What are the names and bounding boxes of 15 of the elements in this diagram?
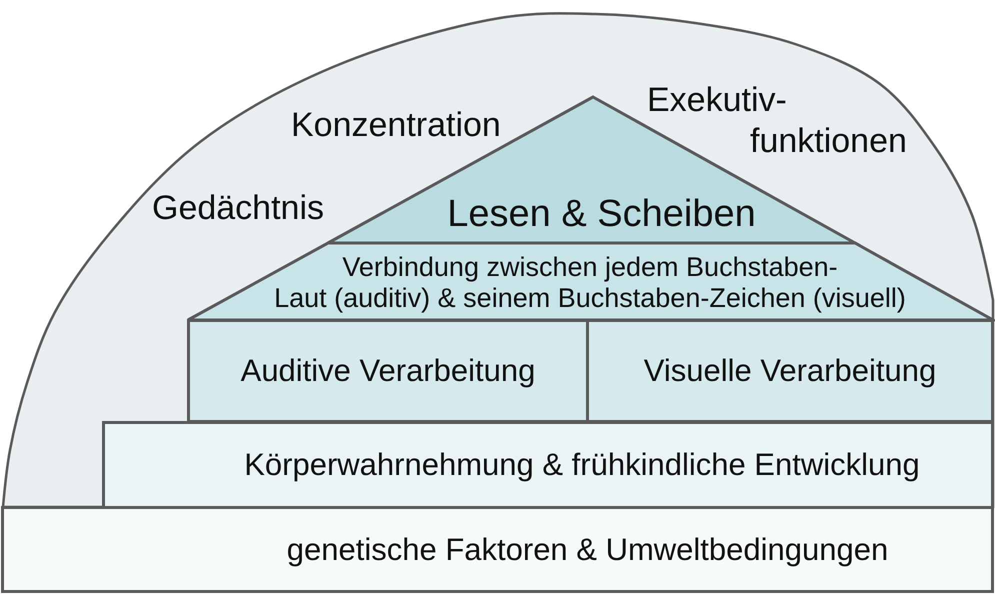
roof-text: Verbindung zwischen jedem Buchstaben- Laut (auditiv) & seinem Buchstaben-Zeichen (visuell) [273,252,907,314]
dome-area [2,10,995,508]
roof-band [186,242,995,321]
wall-panel [187,319,589,423]
dome-label: Gedächtnis [152,188,324,229]
panel-label: Visuelle Verarbeitung [644,353,936,389]
dome-label: Konzentration [291,105,501,146]
dome-label: Exekutiv- funktionen [647,80,908,162]
roof-title: Lesen & Scheiben [446,192,757,236]
panel-label: Auditive Verarbeitung [240,353,536,389]
wall-panel [586,319,994,423]
foundation-band [102,421,994,509]
band-label: genetische Faktoren & Umweltbedingungen [286,532,888,568]
band-label: Körperwahrnehmung & frühkindliche Entwicklung [244,447,920,483]
base-band [1,506,994,593]
